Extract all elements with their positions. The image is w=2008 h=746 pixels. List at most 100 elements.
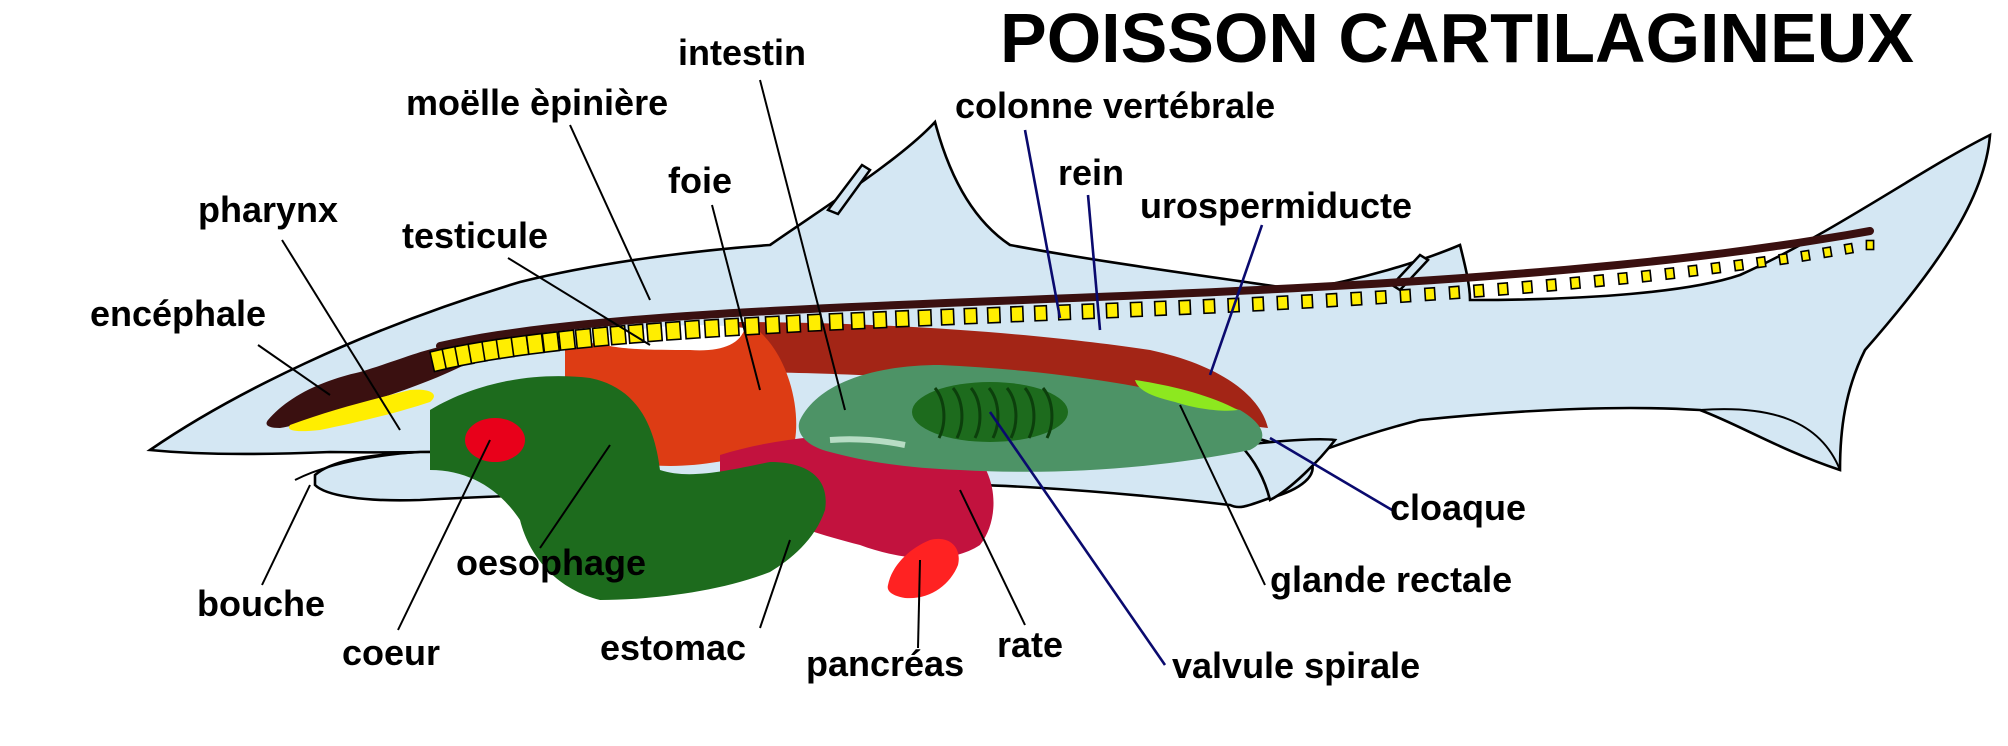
vertebra [1153,300,1168,317]
label-glande-rectale: glande rectale [1270,559,1512,600]
label-coeur: coeur [342,632,440,673]
vertebra [1569,276,1582,290]
label-encephale: encéphale [90,293,266,334]
vertebra [785,314,802,334]
vertebra [1617,271,1629,286]
label-foie: foie [668,160,732,201]
vertebra [1276,295,1290,311]
leader-pancreas [917,559,921,649]
leader-moelle [569,124,651,301]
leader-cloaque [1269,436,1393,512]
label-valvule-spirale: valvule spirale [1172,645,1420,686]
leader-estomac [759,539,791,629]
vertebra [1300,293,1314,310]
vertebra [1251,296,1265,312]
vertebra [828,312,844,331]
vertebra [1755,255,1767,269]
leader-coeur [397,439,491,631]
label-colonne-vertebrale: colonne vertébrale [955,85,1275,126]
vertebra [1687,264,1699,278]
tail-notch [1699,408,1841,471]
leader-encephale [257,344,331,396]
vertebra [1710,261,1722,275]
vertebra [1448,285,1461,300]
spiral-valve-ridge [969,387,982,439]
heart [465,418,525,462]
leader-colonne [1023,129,1062,319]
intestine-hook [829,436,906,448]
vertebra [1865,239,1875,251]
vertebra [1129,301,1144,318]
vertebra [1800,249,1811,262]
spiral-valve-ridge [987,387,1000,439]
vertebra [1350,291,1363,307]
label-pancreas: pancréas [806,643,964,684]
vertebra [894,309,910,328]
organs [266,322,1268,600]
label-oesophage: oesophage [456,542,646,583]
label-bouche: bouche [197,583,325,624]
vertebra [1545,278,1558,293]
vertebra [1325,292,1339,308]
vertebra [1081,303,1096,320]
vertebra [1399,288,1412,304]
mouth-line [294,451,421,481]
vertebra [1178,299,1192,316]
vertebra [806,313,823,333]
vertebra [1374,289,1388,305]
leader-rein [1086,194,1102,331]
spiral-valve-ridge [933,387,946,439]
leader-intestin [759,79,846,411]
vertebra [541,331,561,354]
spiral-valve-ridge [1023,387,1036,439]
vertebra [703,318,721,339]
leader-pharynx [281,239,401,431]
leader-oesophage [539,444,611,549]
label-intestin: intestin [678,32,806,73]
labels: POISSON CARTILAGINEUX intestin moëlle èp… [90,0,1914,686]
vertebra [1009,305,1025,323]
vertebra [684,319,701,340]
brain [266,345,474,428]
vertebra [1843,242,1855,255]
label-moelle-epiniere: moëlle èpinière [406,82,668,123]
vertebra [940,308,955,326]
vertebra [743,316,761,336]
stomach [430,376,826,600]
vertebra [1472,283,1485,298]
vertebra [664,320,682,341]
vertebra [986,306,1002,324]
label-testicule: testicule [402,215,548,256]
label-urospermiducte: urospermiducte [1140,185,1412,226]
diagram-title: POISSON CARTILAGINEUX [1000,0,1914,77]
vertebra [645,322,664,343]
pancreas [887,538,959,599]
vertebra [1733,258,1745,272]
vertebra [1033,304,1048,322]
label-cloaque: cloaque [1390,487,1526,528]
vertebra [1593,274,1605,288]
rectal-gland [1135,380,1238,411]
vertebra [764,315,781,335]
vertebra [557,329,577,352]
vertebra [1105,302,1120,319]
vertebra [1778,252,1789,266]
label-rein: rein [1058,152,1124,193]
vertebra [1423,286,1437,302]
vertebra [1202,298,1216,315]
leader-testicule [507,257,651,346]
leader-foie [711,204,761,391]
leader-valvule [988,411,1167,666]
label-rate: rate [997,624,1063,665]
vertebra [872,310,888,329]
vertebra [1664,266,1676,281]
vertebra [591,326,610,348]
vertebral-column [429,227,1875,373]
vertebra [1640,269,1653,283]
dorsal-spine-1 [826,163,872,216]
vertebra [963,307,978,325]
spiral-valve-ridge [951,387,964,439]
vertebra [1497,282,1509,297]
